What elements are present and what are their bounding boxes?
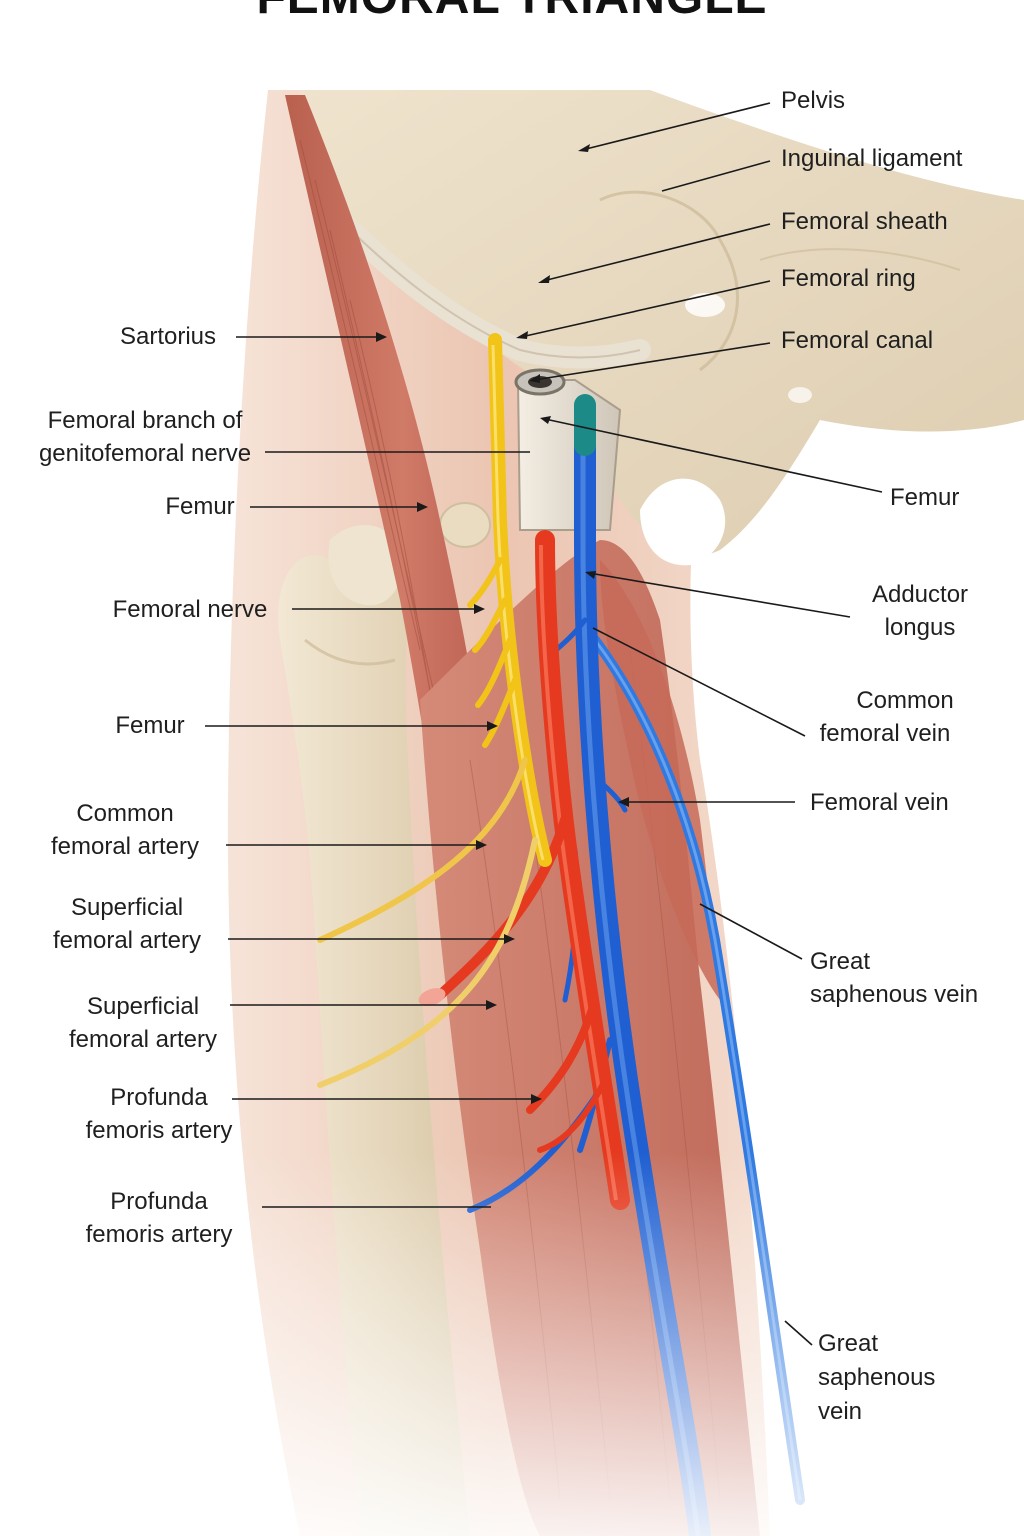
leader-lines [205,102,883,1346]
label-genitofemoral-line1: Femoral branch of [47,407,243,434]
label-sartorius: Sartorius [119,323,217,350]
label-great-saphenous-vein-2: Great saphenous vein [818,1327,935,1429]
label-superficial-femoral-artery-2-line1: Superficial [86,993,200,1020]
label-great-saphenous-vein-2-line3: vein [818,1398,863,1425]
diagram-title: FEMORAL TRIANGLE [0,0,1024,25]
label-common-femoral-artery: Common femoral artery [30,797,220,863]
leader-arrowheads [376,144,629,1104]
label-inguinal-ligament: Inguinal ligament [781,145,963,172]
label-femur-right: Femur [890,484,960,511]
label-profunda-femoris-artery-2: Profunda femoris artery [66,1185,252,1251]
label-adductor-longus-line2: longus [884,614,956,641]
label-femoral-canal: Femoral canal [781,327,934,354]
label-femoral-vein: Femoral vein [810,789,949,816]
label-great-saphenous-vein-2-line2: saphenous [818,1364,936,1391]
label-femoral-sheath: Femoral sheath [781,208,948,235]
label-great-saphenous-vein-1: Great saphenous vein [810,945,978,1011]
label-femur-mid-left: Femur [115,712,185,739]
label-common-femoral-vein-line2: femoral vein [819,720,951,747]
label-femoral-ring: Femoral ring [781,265,916,292]
label-common-femoral-vein-line1: Common [856,687,954,714]
label-great-saphenous-vein-1-line2: saphenous vein [810,981,979,1008]
label-genitofemoral-line2: genitofemoral nerve [38,440,252,467]
label-superficial-femoral-artery-1: Superficial femoral artery [32,891,222,957]
label-profunda-femoris-artery-1-line1: Profunda [110,1084,208,1111]
label-common-femoral-artery-line2: femoral artery [50,833,200,860]
label-profunda-femoris-artery-2-line1: Profunda [110,1188,208,1215]
label-superficial-femoral-artery-1-line2: femoral artery [52,927,202,954]
label-genitofemoral-nerve: Femoral branch of genitofemoral nerve [22,404,268,470]
label-superficial-femoral-artery-2-line2: femoral artery [68,1026,218,1053]
label-adductor-longus-line1: Adductor [871,581,969,608]
label-superficial-femoral-artery-2: Superficial femoral artery [50,990,236,1056]
label-common-femoral-vein: Common femoral vein [805,684,965,750]
label-profunda-femoris-artery-1-line2: femoris artery [85,1117,233,1144]
label-profunda-femoris-artery-1: Profunda femoris artery [66,1081,252,1147]
label-great-saphenous-vein-1-line1: Great [810,948,871,975]
label-femur-upper-left: Femur [165,493,235,520]
label-great-saphenous-vein-2-line1: Great [818,1330,879,1357]
label-adductor-longus: Adductor longus [850,578,990,644]
label-femoral-nerve: Femoral nerve [112,596,268,623]
label-profunda-femoris-artery-2-line2: femoris artery [85,1221,233,1248]
label-pelvis: Pelvis [781,87,846,114]
label-common-femoral-artery-line1: Common [76,800,174,827]
label-superficial-femoral-artery-1-line1: Superficial [70,894,184,921]
